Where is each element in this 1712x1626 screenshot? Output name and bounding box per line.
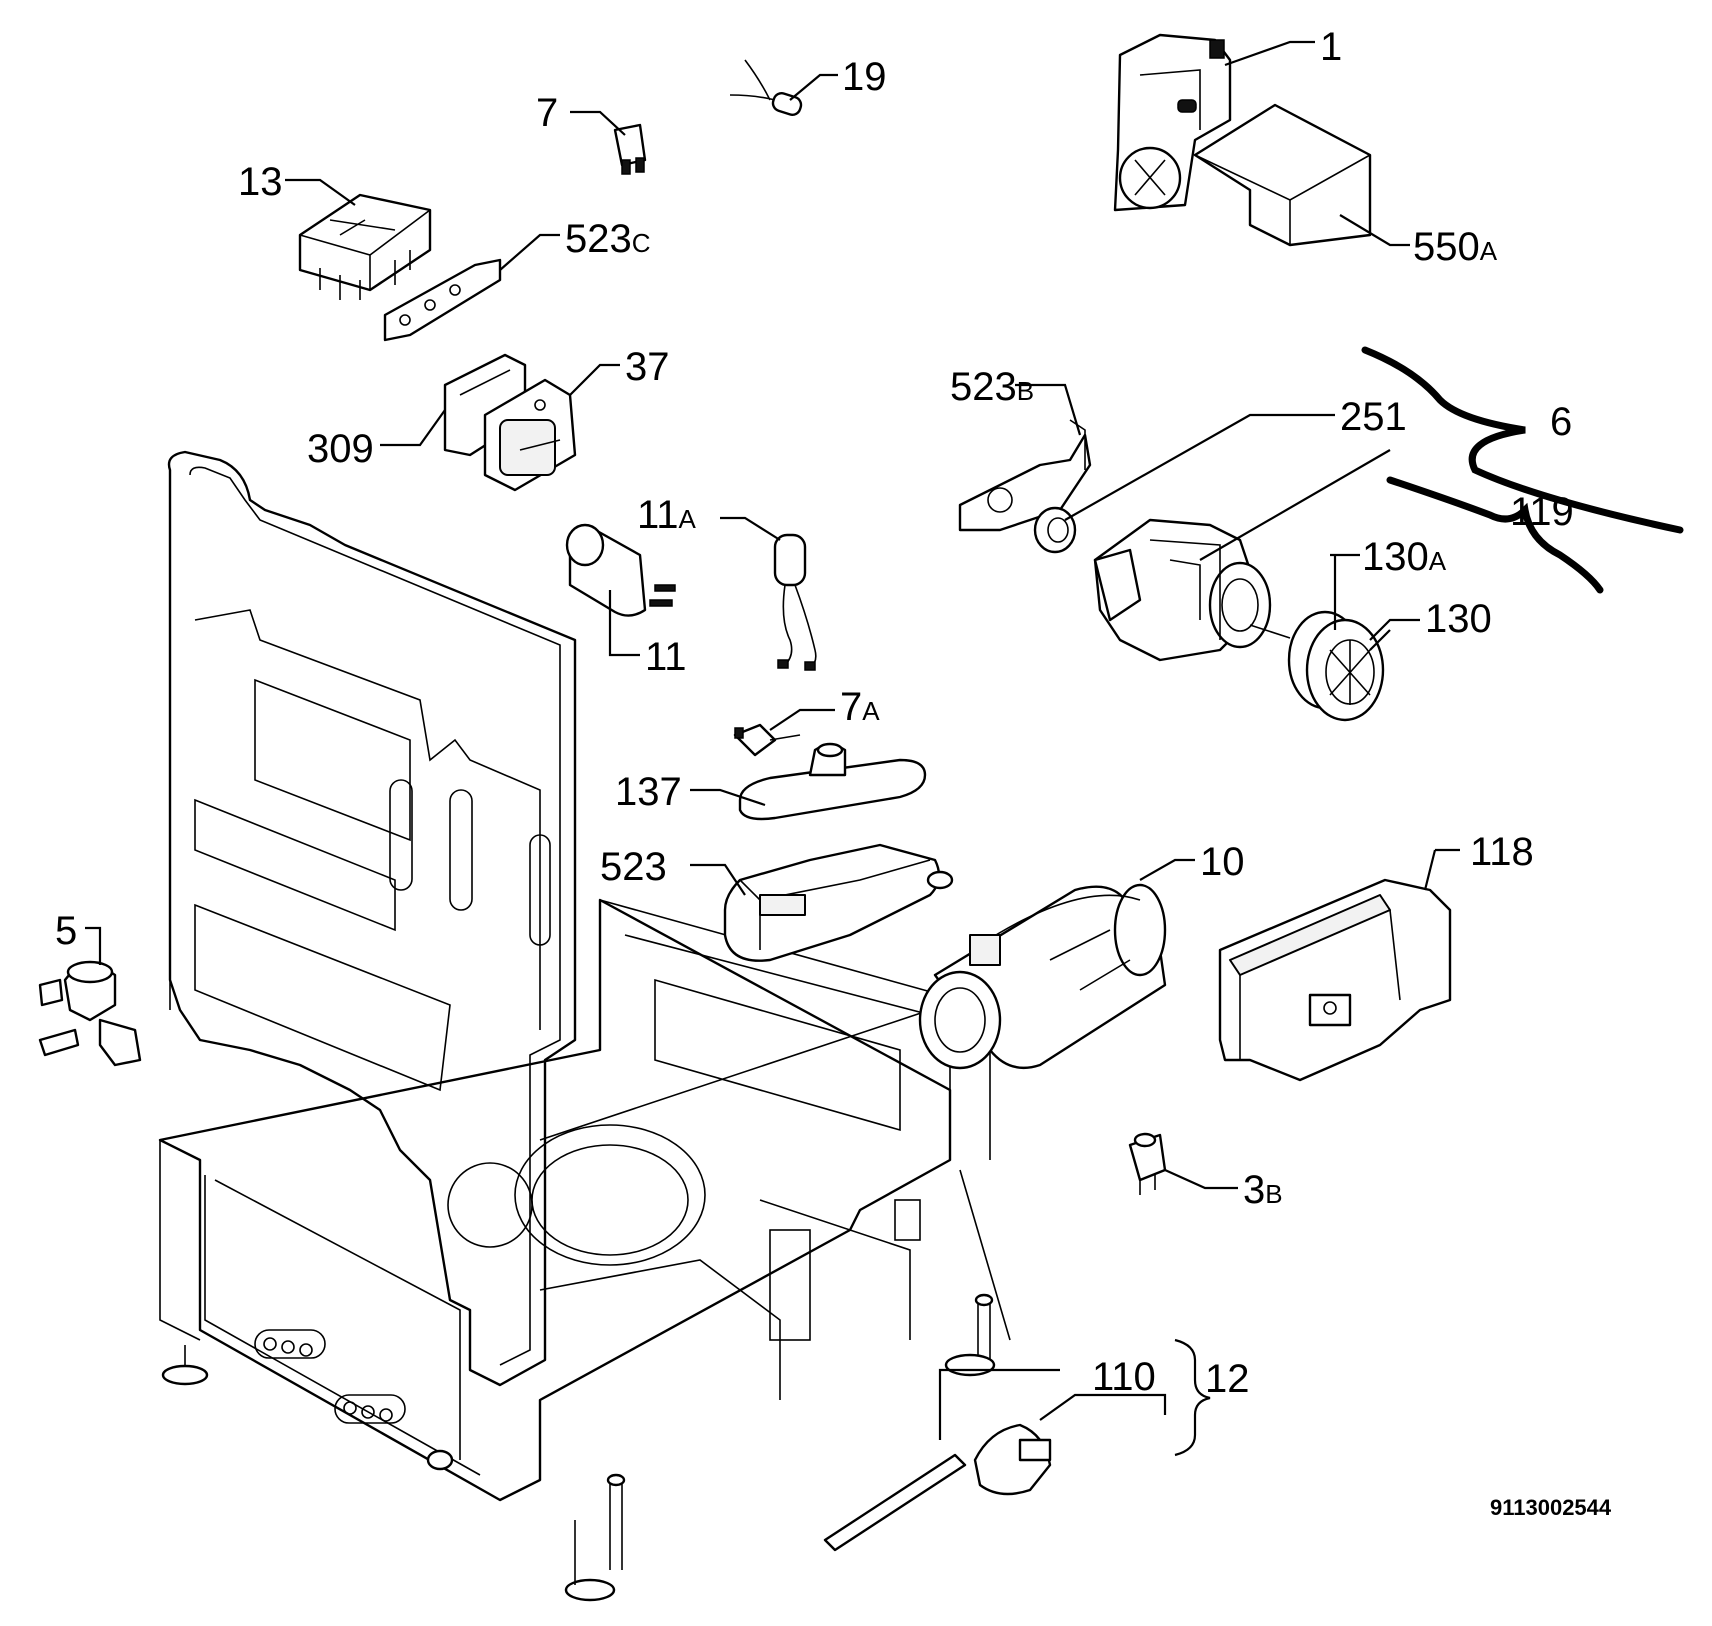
part-bracket-523c xyxy=(383,258,502,342)
callout-523c: 523C xyxy=(565,217,651,261)
callout-7: 7 xyxy=(536,91,558,135)
part-microswitch-7 xyxy=(613,123,647,175)
callout-labels: 1 550A 19 7 13 523C 37 309 523B 251 6 11… xyxy=(55,25,1574,1401)
callout-7a: 7A xyxy=(840,685,880,729)
callout-550a: 550A xyxy=(1413,225,1498,269)
part-inlet-valve-5 xyxy=(38,960,142,1067)
document-number: 9113002544 xyxy=(1490,1495,1612,1520)
part-capacitor-11 xyxy=(565,523,676,617)
callout-13: 13 xyxy=(238,160,283,204)
part-bracket-523b xyxy=(958,419,1092,532)
part-housing-118 xyxy=(1218,878,1452,1082)
callout-5: 5 xyxy=(55,909,77,953)
part-spray-arm-137 xyxy=(738,742,927,821)
part-switch-block-13 xyxy=(298,193,432,300)
callout-119: 119 xyxy=(1510,490,1574,534)
callout-11: 11 xyxy=(645,635,687,679)
leader-lines xyxy=(85,40,1460,1440)
callout-523b: 523B xyxy=(950,365,1034,409)
callout-309: 309 xyxy=(307,427,374,471)
part-impeller-130 xyxy=(1287,610,1385,722)
callout-1: 1 xyxy=(1320,25,1342,69)
dishwasher-base-frame xyxy=(158,450,1011,1602)
callout-19: 19 xyxy=(842,55,887,99)
brace-group-6 xyxy=(1361,346,1684,534)
callout-130a: 130A xyxy=(1362,535,1447,579)
part-control-module-box xyxy=(1193,103,1372,247)
callout-523: 523 xyxy=(600,845,667,889)
part-heater-10 xyxy=(918,883,1167,1070)
callout-6: 6 xyxy=(1550,400,1572,444)
callout-11a: 11A xyxy=(637,493,697,537)
callout-251: 251 xyxy=(1340,395,1407,439)
part-seal-251 xyxy=(1033,506,1077,554)
brace-group-119 xyxy=(1386,476,1604,594)
part-pressure-switch-110 xyxy=(823,1423,1052,1552)
callout-12: 12 xyxy=(1205,1357,1250,1401)
brace-group-12 xyxy=(1174,1338,1211,1457)
part-timer-programmer xyxy=(1113,33,1232,212)
callout-130: 130 xyxy=(1425,597,1492,641)
callout-10: 10 xyxy=(1200,840,1245,884)
callout-110: 110 xyxy=(1092,1355,1156,1399)
callout-137: 137 xyxy=(615,770,682,814)
part-cover-37 xyxy=(483,378,577,492)
callout-3b: 3B xyxy=(1243,1168,1283,1212)
part-circulation-motor xyxy=(1093,518,1291,662)
callout-118: 118 xyxy=(1470,830,1534,874)
part-switch-7a xyxy=(733,723,801,757)
part-sump-523 xyxy=(723,843,954,962)
part-suppressor-19 xyxy=(729,59,803,117)
part-suppressor-11a xyxy=(773,533,817,671)
part-sensor-3b xyxy=(1128,1132,1167,1195)
callout-37: 37 xyxy=(625,345,670,389)
